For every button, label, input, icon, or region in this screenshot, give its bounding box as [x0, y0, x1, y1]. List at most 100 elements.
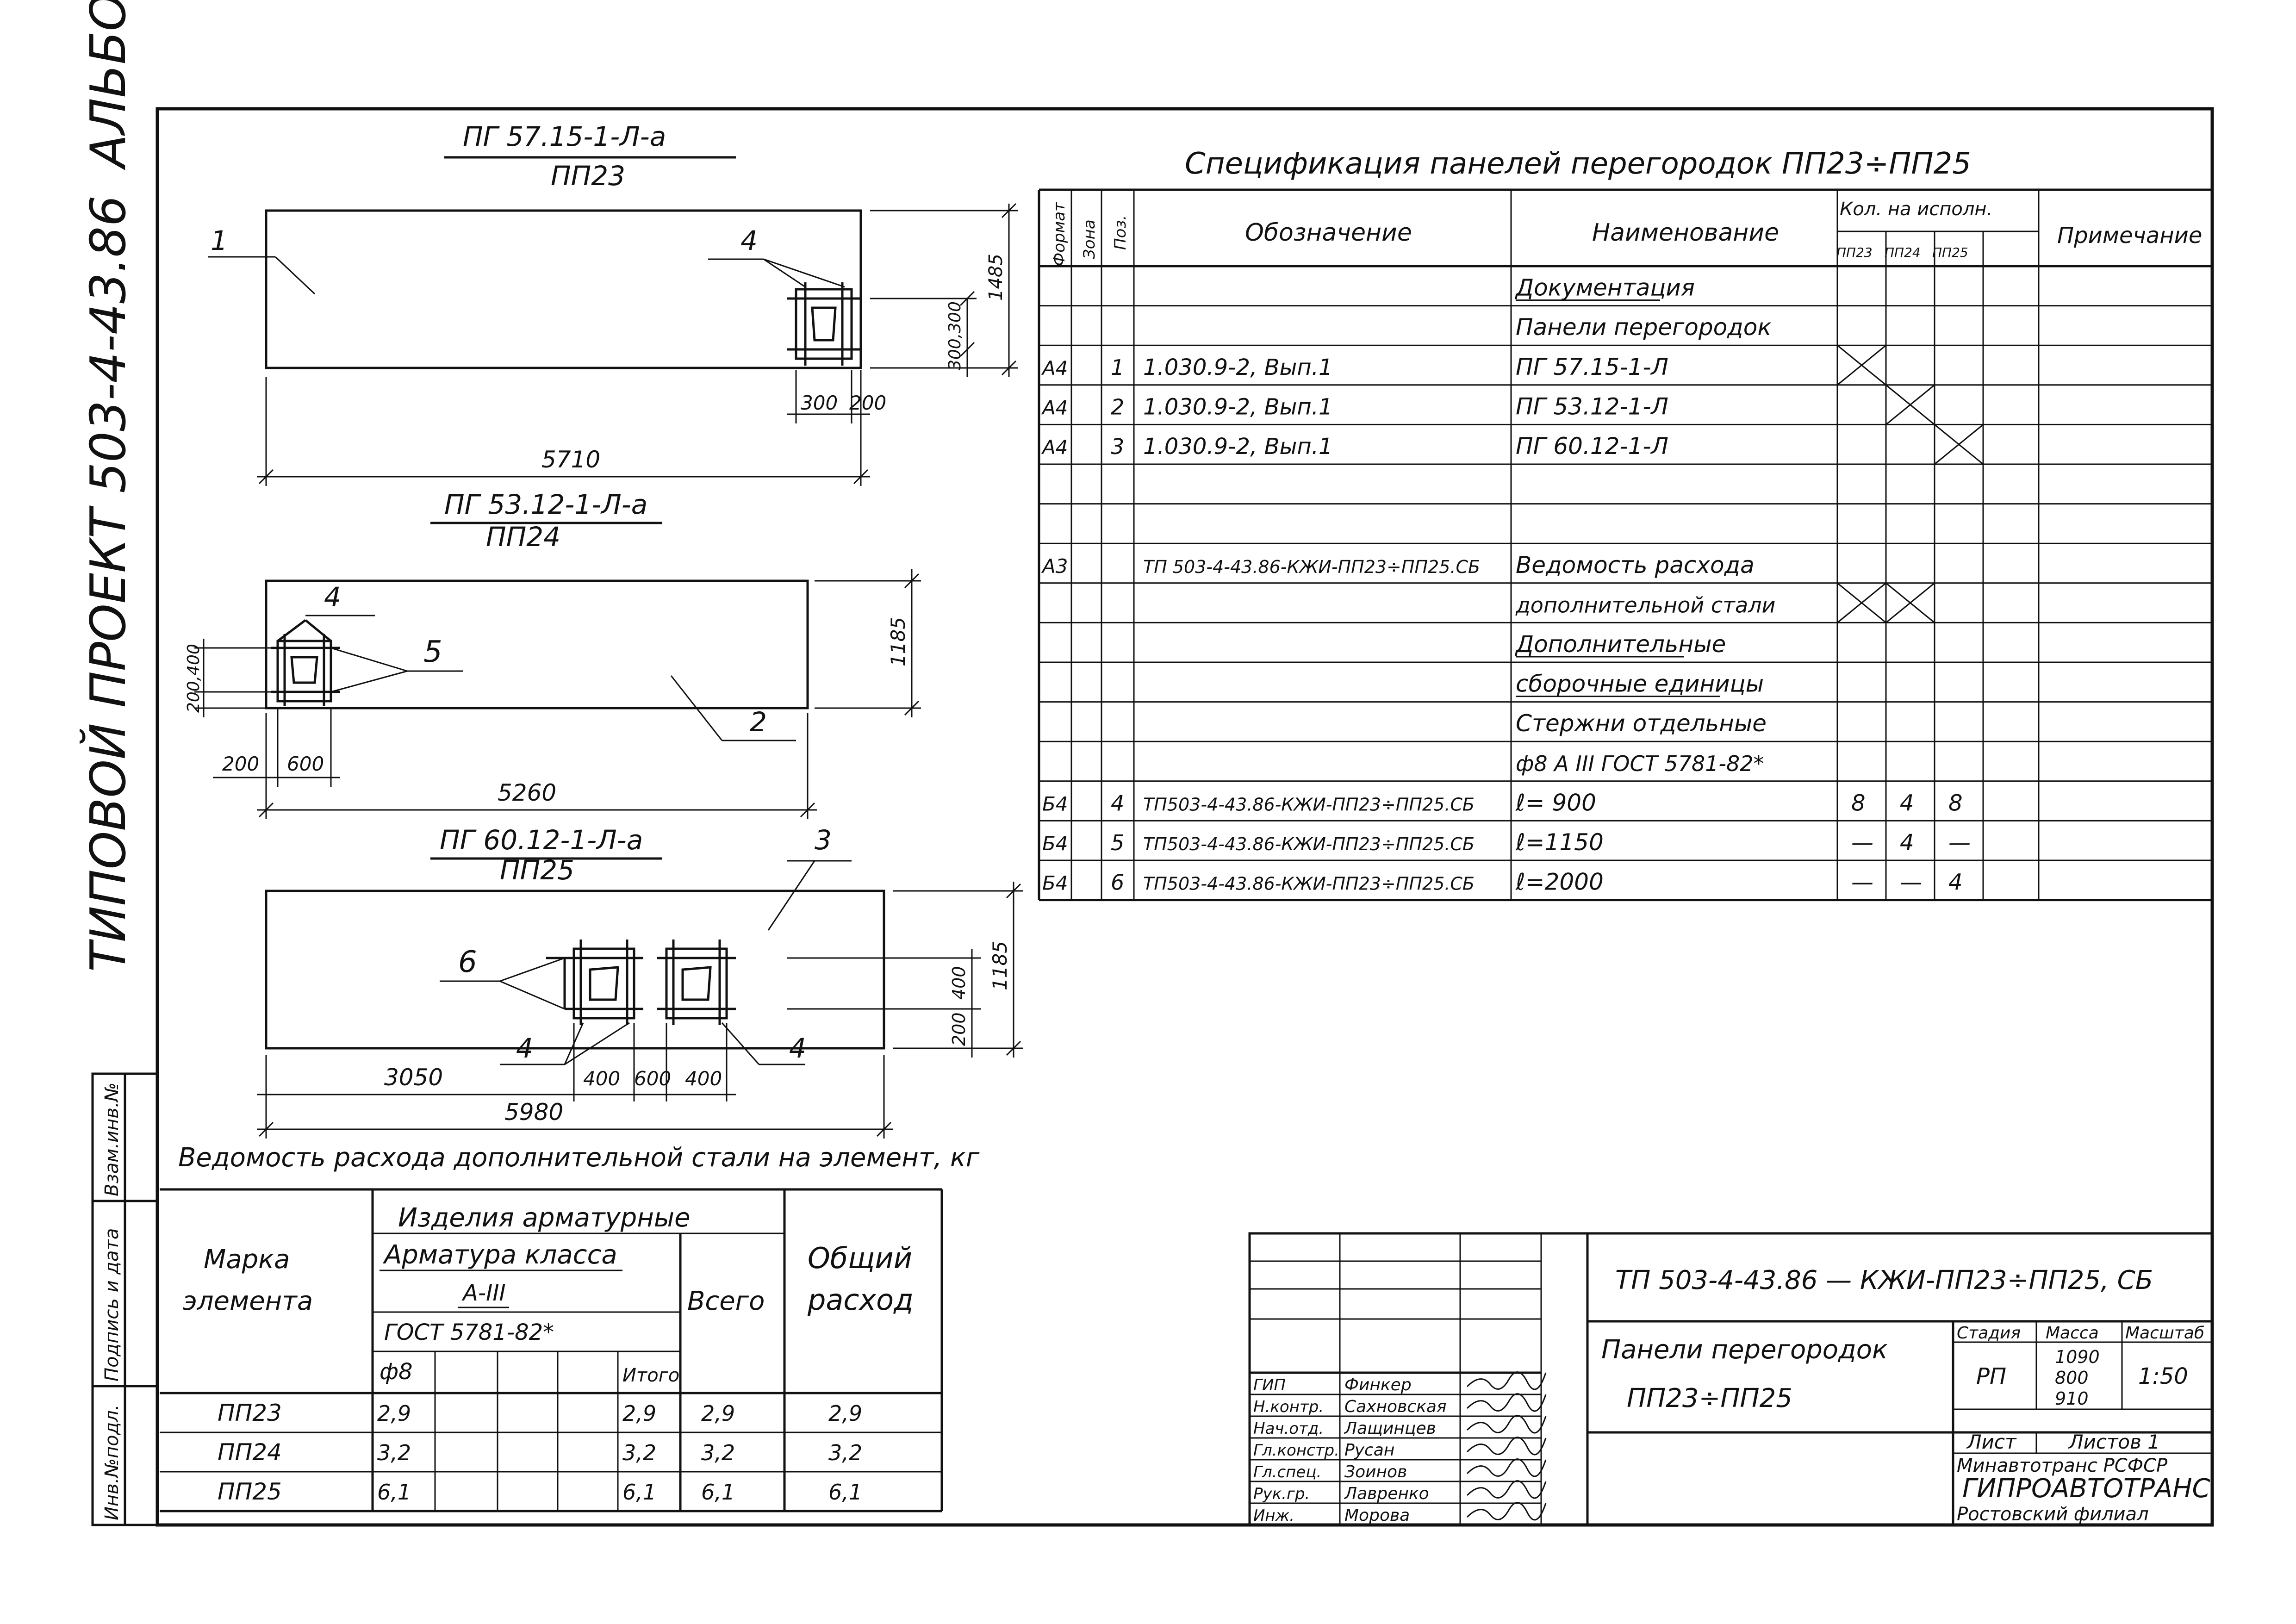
panel-pp25-name: ПП25	[500, 854, 574, 886]
title-block-org-2: ГИПРОАВТОТРАНС	[1962, 1474, 2210, 1504]
steel-cell-general: 6,1	[828, 1480, 862, 1505]
steel-grid	[160, 1188, 943, 1512]
panel-pp25-dim-grid-h1: 400	[583, 1067, 620, 1090]
spec-cell-name: ПГ 57.15-1-Л	[1516, 354, 1668, 380]
signature-mark	[1466, 1437, 1547, 1456]
panel-pp23-dim-length: 5710	[541, 446, 600, 473]
title-block-name-2: ПП23÷ПП25	[1627, 1383, 1792, 1413]
title-block-stage-header: Стадия	[1957, 1324, 2021, 1343]
panel-pp23-dim-grid-h1: 300	[801, 392, 838, 414]
panel-pp24-dim-length: 5260	[498, 779, 556, 806]
staff-grid	[1250, 1260, 1541, 1504]
panel-pp25-dim-length: 5980	[504, 1099, 563, 1126]
staff-row: Н.контр.Сахновская	[1253, 1393, 1547, 1416]
steel-cell-mark: ПП23	[218, 1400, 282, 1426]
steel-header-total: Всего	[687, 1286, 765, 1316]
spec-cell-name: Панели перегородок	[1516, 314, 1772, 341]
title-block-mass-1: 1090	[2055, 1347, 2100, 1367]
panel-pp24-leader-4: 4	[324, 581, 341, 613]
spec-row: ф8 А III ГОСТ 5781-82*	[1516, 751, 1764, 776]
spec-cell-qty: 8	[1851, 790, 1866, 816]
panel-pp23-outline	[265, 209, 862, 369]
title-block-name-1: Панели перегородок	[1601, 1335, 1888, 1365]
steel-cell-itogo: 6,1	[622, 1480, 656, 1505]
spec-cell-pos: 3	[1111, 434, 1124, 459]
staff-name: Лащинцев	[1344, 1419, 1436, 1438]
spec-cell-qty: —	[1851, 870, 1873, 896]
spec-header-zone: Зона	[1080, 219, 1099, 259]
title-block-sheets: Листов 1	[2068, 1431, 2160, 1453]
steel-consumption-table: Ведомость расхода дополнительной стали н…	[160, 1143, 980, 1512]
spec-header-note: Примечание	[2057, 223, 2202, 249]
panel-pp25-leader-4b: 4	[789, 1033, 806, 1064]
spec-cell-qty: 4	[1900, 830, 1914, 856]
stamp-label-sign: Подпись и дата	[101, 1228, 123, 1381]
staff-name: Зоинов	[1344, 1462, 1407, 1481]
title-block-mass-header: Масса	[2046, 1324, 2099, 1343]
staff-role: Гл.спец.	[1253, 1463, 1321, 1481]
steel-cell-mark: ПП24	[218, 1439, 282, 1466]
staff-name: Русан	[1344, 1441, 1394, 1460]
staff-name: Сахновская	[1344, 1397, 1447, 1416]
spec-header-q1: ПП23	[1836, 245, 1873, 260]
steel-header-gost: ГОСТ 5781-82*	[384, 1319, 554, 1345]
panel-pp24-dim-grid-v: 200,400	[184, 644, 203, 713]
staff-role: Гл.констр.	[1253, 1441, 1339, 1460]
panel-pp24-leader-5: 5	[423, 635, 442, 669]
spec-cell-format: Б4	[1042, 792, 1068, 815]
staff-name: Морова	[1344, 1506, 1410, 1525]
spec-cell-designation: ТП 503-4-43.86-КЖИ-ПП23÷ПП25.СБ	[1143, 557, 1480, 577]
title-block-mass-2: 800	[2055, 1368, 2089, 1388]
title-block-stage: РП	[1976, 1363, 2006, 1389]
panel-pp25-dim-height: 1185	[989, 941, 1011, 990]
spec-cell-qty: 8	[1948, 790, 1963, 816]
spec-cell-name: Ведомость расхода	[1516, 552, 1755, 579]
panel-pp25-drawing: ПГ 60.12-1-Л-а ПП25 3 6	[257, 824, 1023, 1139]
spec-header-q3: ПП25	[1932, 245, 1968, 260]
spec-cell-cross-mark	[1837, 345, 1886, 386]
spec-header-name: Наименование	[1592, 219, 1779, 247]
steel-header-itogo: Итого	[622, 1365, 679, 1386]
spec-header-qty: Кол. на испoлн.	[1840, 199, 1992, 220]
steel-title: Ведомость расхода дополнительной стали н…	[178, 1143, 980, 1173]
spec-cell-name: Дополнительные	[1515, 631, 1726, 658]
steel-cell-phi8: 6,1	[377, 1480, 411, 1505]
panel-pp23-dim-grid-h2: 200	[849, 392, 886, 414]
panel-pp23-leader-1: 1	[211, 225, 228, 256]
panel-pp25-mark: ПГ 60.12-1-Л-а	[440, 824, 643, 856]
panel-pp24-mark: ПГ 53.12-1-Л-а	[444, 489, 647, 520]
spec-cell-format: А4	[1041, 357, 1068, 380]
spec-row: Панели перегородок	[1516, 314, 1772, 341]
staff-role: Рук.гр.	[1253, 1485, 1310, 1503]
spec-cell-pos: 6	[1111, 870, 1124, 895]
staff-role: Нач.отд.	[1253, 1419, 1324, 1438]
spec-cell-name: ПГ 60.12-1-Л	[1516, 433, 1668, 460]
panel-pp24-dim-grid-h2: 600	[287, 753, 324, 775]
steel-header-products: Изделия арматурные	[398, 1203, 691, 1233]
panel-pp25-dim-grid-v2: 200	[949, 1012, 969, 1046]
stamp-label-inv: Инв.№подл.	[101, 1404, 123, 1520]
steel-cell-phi8: 2,9	[377, 1401, 411, 1426]
signature-mark	[1466, 1502, 1547, 1521]
spec-header-pos: Поз.	[1111, 215, 1130, 250]
staff-name: Лавренко	[1344, 1484, 1429, 1503]
spec-cell-pos: 4	[1111, 790, 1124, 815]
spec-cell-name: дополнительной стали	[1515, 592, 1775, 617]
panel-pp24-mesh	[271, 619, 340, 706]
title-block-scale-header: Масштаб	[2125, 1324, 2204, 1343]
panel-pp25-leader-4a: 4	[516, 1033, 533, 1064]
spec-cell-name: ℓ=2000	[1515, 869, 1604, 896]
spec-cell-designation: 1.030.9-2, Вып.1	[1143, 394, 1333, 420]
panel-pp25-dim-grid-v1: 400	[949, 966, 969, 1000]
spec-cell-format: Б4	[1042, 872, 1068, 895]
staff-name: Финкер	[1344, 1375, 1412, 1394]
